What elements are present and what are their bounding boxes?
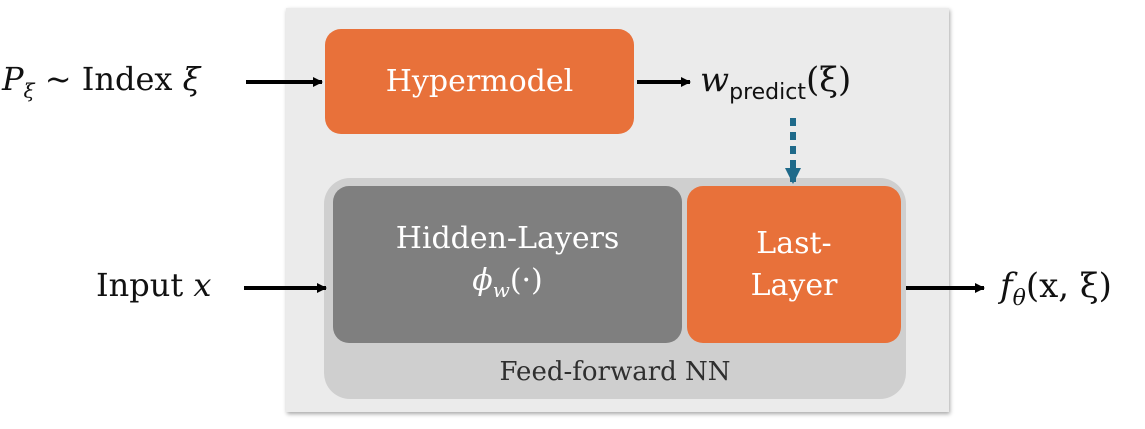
feed-forward-nn-label: Feed-forward NN — [499, 357, 731, 387]
phi-subscript: w — [492, 278, 510, 302]
f-symbol: f — [1000, 266, 1013, 306]
f-subscript: θ — [1012, 285, 1026, 311]
phi-argument: (·) — [509, 263, 543, 298]
last-layer-line2: Layer — [750, 267, 838, 303]
distribution-symbol: P — [2, 60, 24, 98]
hidden-layers-box: Hidden-Layers ϕw(·) — [333, 186, 682, 343]
f-arguments: (x, ξ) — [1025, 266, 1112, 306]
w-symbol: w — [700, 60, 730, 100]
hidden-layers-function: ϕw(·) — [472, 260, 543, 311]
phi-symbol: ϕ — [472, 263, 493, 298]
hypermodel-box: Hypermodel — [325, 29, 634, 134]
index-text: Index — [81, 60, 173, 98]
w-argument: (ξ) — [805, 60, 852, 100]
input-label: Input x — [96, 266, 211, 304]
distribution-subscript: ξ — [23, 78, 35, 103]
tilde-symbol: ~ — [44, 60, 72, 98]
input-text: Input — [96, 266, 184, 304]
hidden-layers-label: Hidden-Layers — [395, 221, 620, 256]
w-predict-label: wpredict(ξ) — [700, 60, 851, 105]
last-layer-line1: Last- — [756, 225, 832, 261]
hypermodel-label: Hypermodel — [385, 63, 574, 99]
index-input-label: Pξ ~ Index ξ — [2, 60, 200, 102]
input-variable: x — [193, 266, 212, 304]
last-layer-box: Last- Layer — [687, 186, 901, 343]
index-variable: ξ — [182, 60, 201, 98]
output-label: fθ(x, ξ) — [1000, 266, 1112, 311]
w-subscript: predict — [729, 79, 806, 105]
